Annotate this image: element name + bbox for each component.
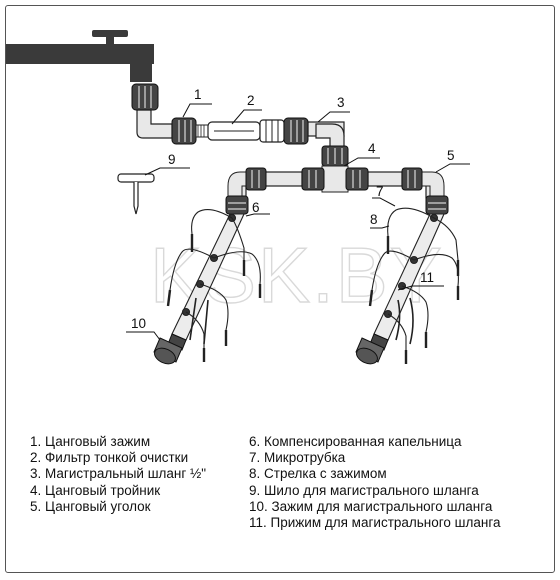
legend-right: 6. Компенсированная капельница 7. Микрот… <box>249 434 500 531</box>
leader-lines <box>126 103 470 341</box>
figure-frame <box>5 5 555 573</box>
legend-item-3: 3. Магистральный шланг ½" <box>30 466 207 482</box>
callout-2: 2 <box>247 93 255 108</box>
hose-branch-right <box>355 213 445 365</box>
legend-item-8: 8. Стрелка с зажимом <box>249 466 387 482</box>
legend-item-5: 5. Цанговый уголок <box>30 498 151 514</box>
legend-left: 1. Цанговый зажим 2. Фильтр тонкой очист… <box>30 434 206 515</box>
awl <box>117 173 155 215</box>
legend-item-7: 7. Микротрубка <box>249 450 346 466</box>
legend-item-11: 11. Прижим для магистрального шланга <box>249 515 501 531</box>
drippers-left <box>166 209 262 362</box>
legend-item-9: 9. Шило для магистрального шланга <box>249 482 479 498</box>
collet-elbow-left <box>225 167 267 215</box>
callout-3: 3 <box>337 95 345 110</box>
collet-elbow-right <box>401 167 449 215</box>
collet-clamp-2 <box>283 117 309 145</box>
legend-item-4: 4. Цанговый тройник <box>30 482 161 498</box>
legend-item-2: 2. Фильтр тонкой очистки <box>30 450 189 466</box>
hose-branch-left <box>153 213 245 365</box>
callout-1: 1 <box>194 87 202 102</box>
callout-8: 8 <box>370 212 378 227</box>
collet-clamp-1 <box>171 117 197 145</box>
callout-7: 7 <box>376 184 384 199</box>
irrigation-diagram: KSK.BY <box>6 30 470 365</box>
collet-clamp-faucet <box>131 83 159 111</box>
legend-item-1: 1. Цанговый зажим <box>30 434 151 449</box>
callout-10: 10 <box>131 316 146 331</box>
callout-5: 5 <box>447 148 455 163</box>
callout-11: 11 <box>420 270 434 285</box>
fine-filter <box>195 119 285 143</box>
legend-item-10: 10. Зажим для магистрального шланга <box>249 498 493 514</box>
faucet <box>6 30 154 82</box>
callout-4: 4 <box>368 141 376 156</box>
collet-tee <box>301 145 369 193</box>
callout-9: 9 <box>168 152 176 167</box>
callout-6: 6 <box>252 200 260 215</box>
legend-item-6: 6. Компенсированная капельница <box>249 434 462 449</box>
drippers-right <box>368 207 460 364</box>
